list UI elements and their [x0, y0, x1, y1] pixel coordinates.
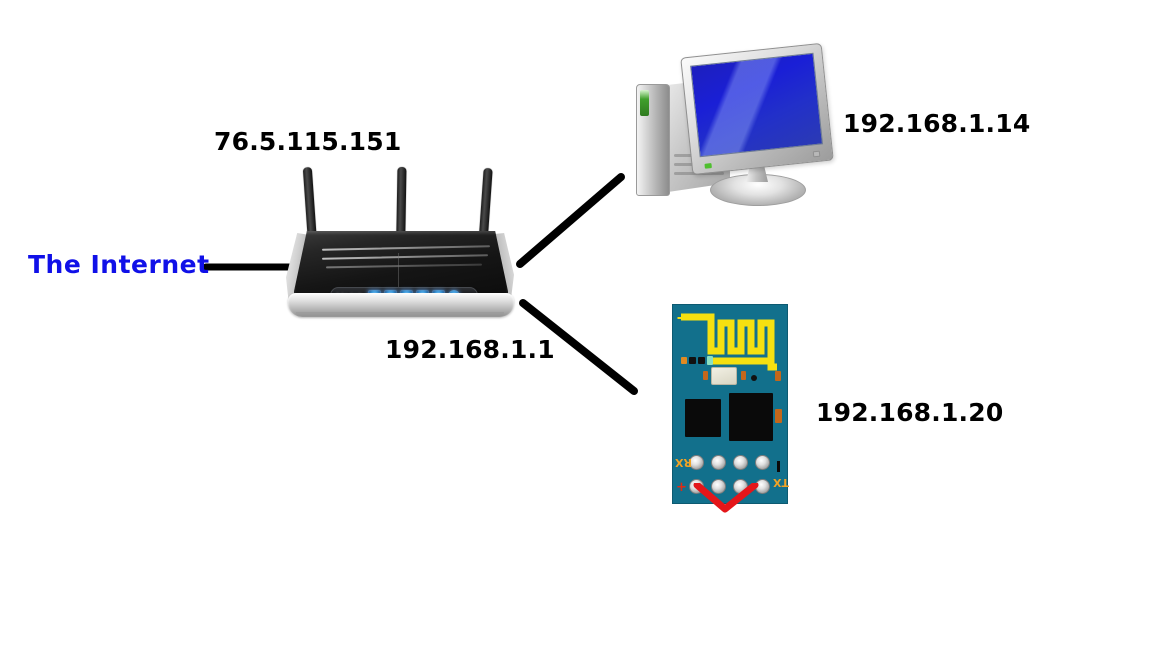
- monitor-bezel: [680, 42, 834, 176]
- pin-label-plus: +: [676, 480, 687, 495]
- esp-ip-label: 192.168.1.20: [816, 398, 1004, 427]
- pcb-resistor: [751, 375, 757, 381]
- monitor-power-led-icon: [704, 163, 712, 169]
- router-base-shadow: [296, 312, 504, 319]
- internet-label: The Internet: [28, 250, 210, 279]
- pin-label-tx: TX: [773, 476, 789, 489]
- header-pad: [755, 455, 770, 470]
- desktop-computer: [628, 32, 838, 210]
- header-pad: [689, 479, 704, 494]
- header-pad: [711, 479, 726, 494]
- monitor-power-button[interactable]: [812, 150, 821, 158]
- monitor-screen: [690, 52, 824, 158]
- pcb-resistor: [741, 371, 746, 380]
- pcb-test-point: [698, 357, 705, 364]
- pc-power-accent-icon: [640, 90, 649, 116]
- router-panel-seam: [398, 253, 399, 297]
- pcb-antenna-trace: [677, 313, 777, 371]
- pcb-chip-flash: [685, 399, 721, 437]
- pcb-chip-esp8266: [729, 393, 773, 441]
- pcb-crystal-oscillator: [711, 367, 737, 385]
- pcb-resistor: [703, 371, 708, 380]
- link-router-to-pc: [516, 173, 625, 268]
- pc-ip-label: 192.168.1.14: [843, 109, 1031, 138]
- header-pad: [755, 479, 770, 494]
- header-pad: [689, 455, 704, 470]
- pcb-test-point: [681, 357, 687, 364]
- router-ip-label: 192.168.1.1: [385, 335, 555, 364]
- wan-ip-label: 76.5.115.151: [214, 127, 402, 156]
- pcb-resistor: [775, 371, 781, 381]
- pcb-test-point: [707, 356, 713, 365]
- router-device: BELKIN: [286, 163, 518, 323]
- esp8266-module: RX TX +: [672, 304, 789, 513]
- header-pad: [711, 455, 726, 470]
- pin-label-rx: RX: [675, 456, 692, 469]
- pcb-test-point: [689, 357, 696, 364]
- header-pad: [733, 479, 748, 494]
- header-pad: [733, 455, 748, 470]
- pcb-resistor: [775, 409, 782, 423]
- pin-label-minus-icon: [777, 461, 780, 472]
